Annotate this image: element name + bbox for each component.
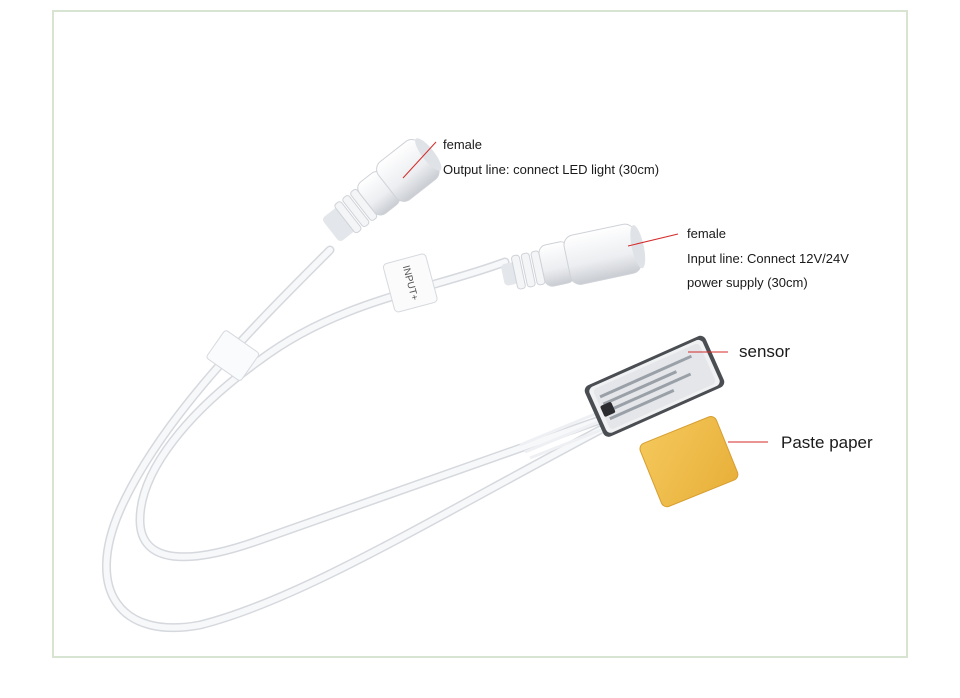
input-female-plug (501, 223, 646, 290)
leader-lines (402, 141, 768, 443)
input-line-label-2: power supply (30cm) (687, 275, 808, 290)
image-frame (52, 10, 908, 658)
sensor-label: sensor (739, 342, 791, 361)
sensor-wires (519, 410, 607, 460)
input-leader-line (627, 233, 679, 247)
output-female-plug (322, 138, 442, 241)
output-line-label: Output line: connect LED light (30cm) (443, 162, 660, 177)
cable-sleeve (206, 330, 260, 381)
paste-paper-label: Paste paper (781, 433, 873, 452)
input-cable (135, 257, 605, 562)
sensor-module (584, 335, 725, 437)
paste-paper (639, 416, 739, 508)
input-line-label-1: Input line: Connect 12V/24V (687, 251, 849, 266)
output-leader-line (402, 141, 437, 179)
input-female-label: female (687, 226, 727, 241)
input-tag: INPUT+ (382, 253, 438, 313)
output-female-label: female (443, 137, 483, 152)
output-cable (101, 245, 605, 633)
